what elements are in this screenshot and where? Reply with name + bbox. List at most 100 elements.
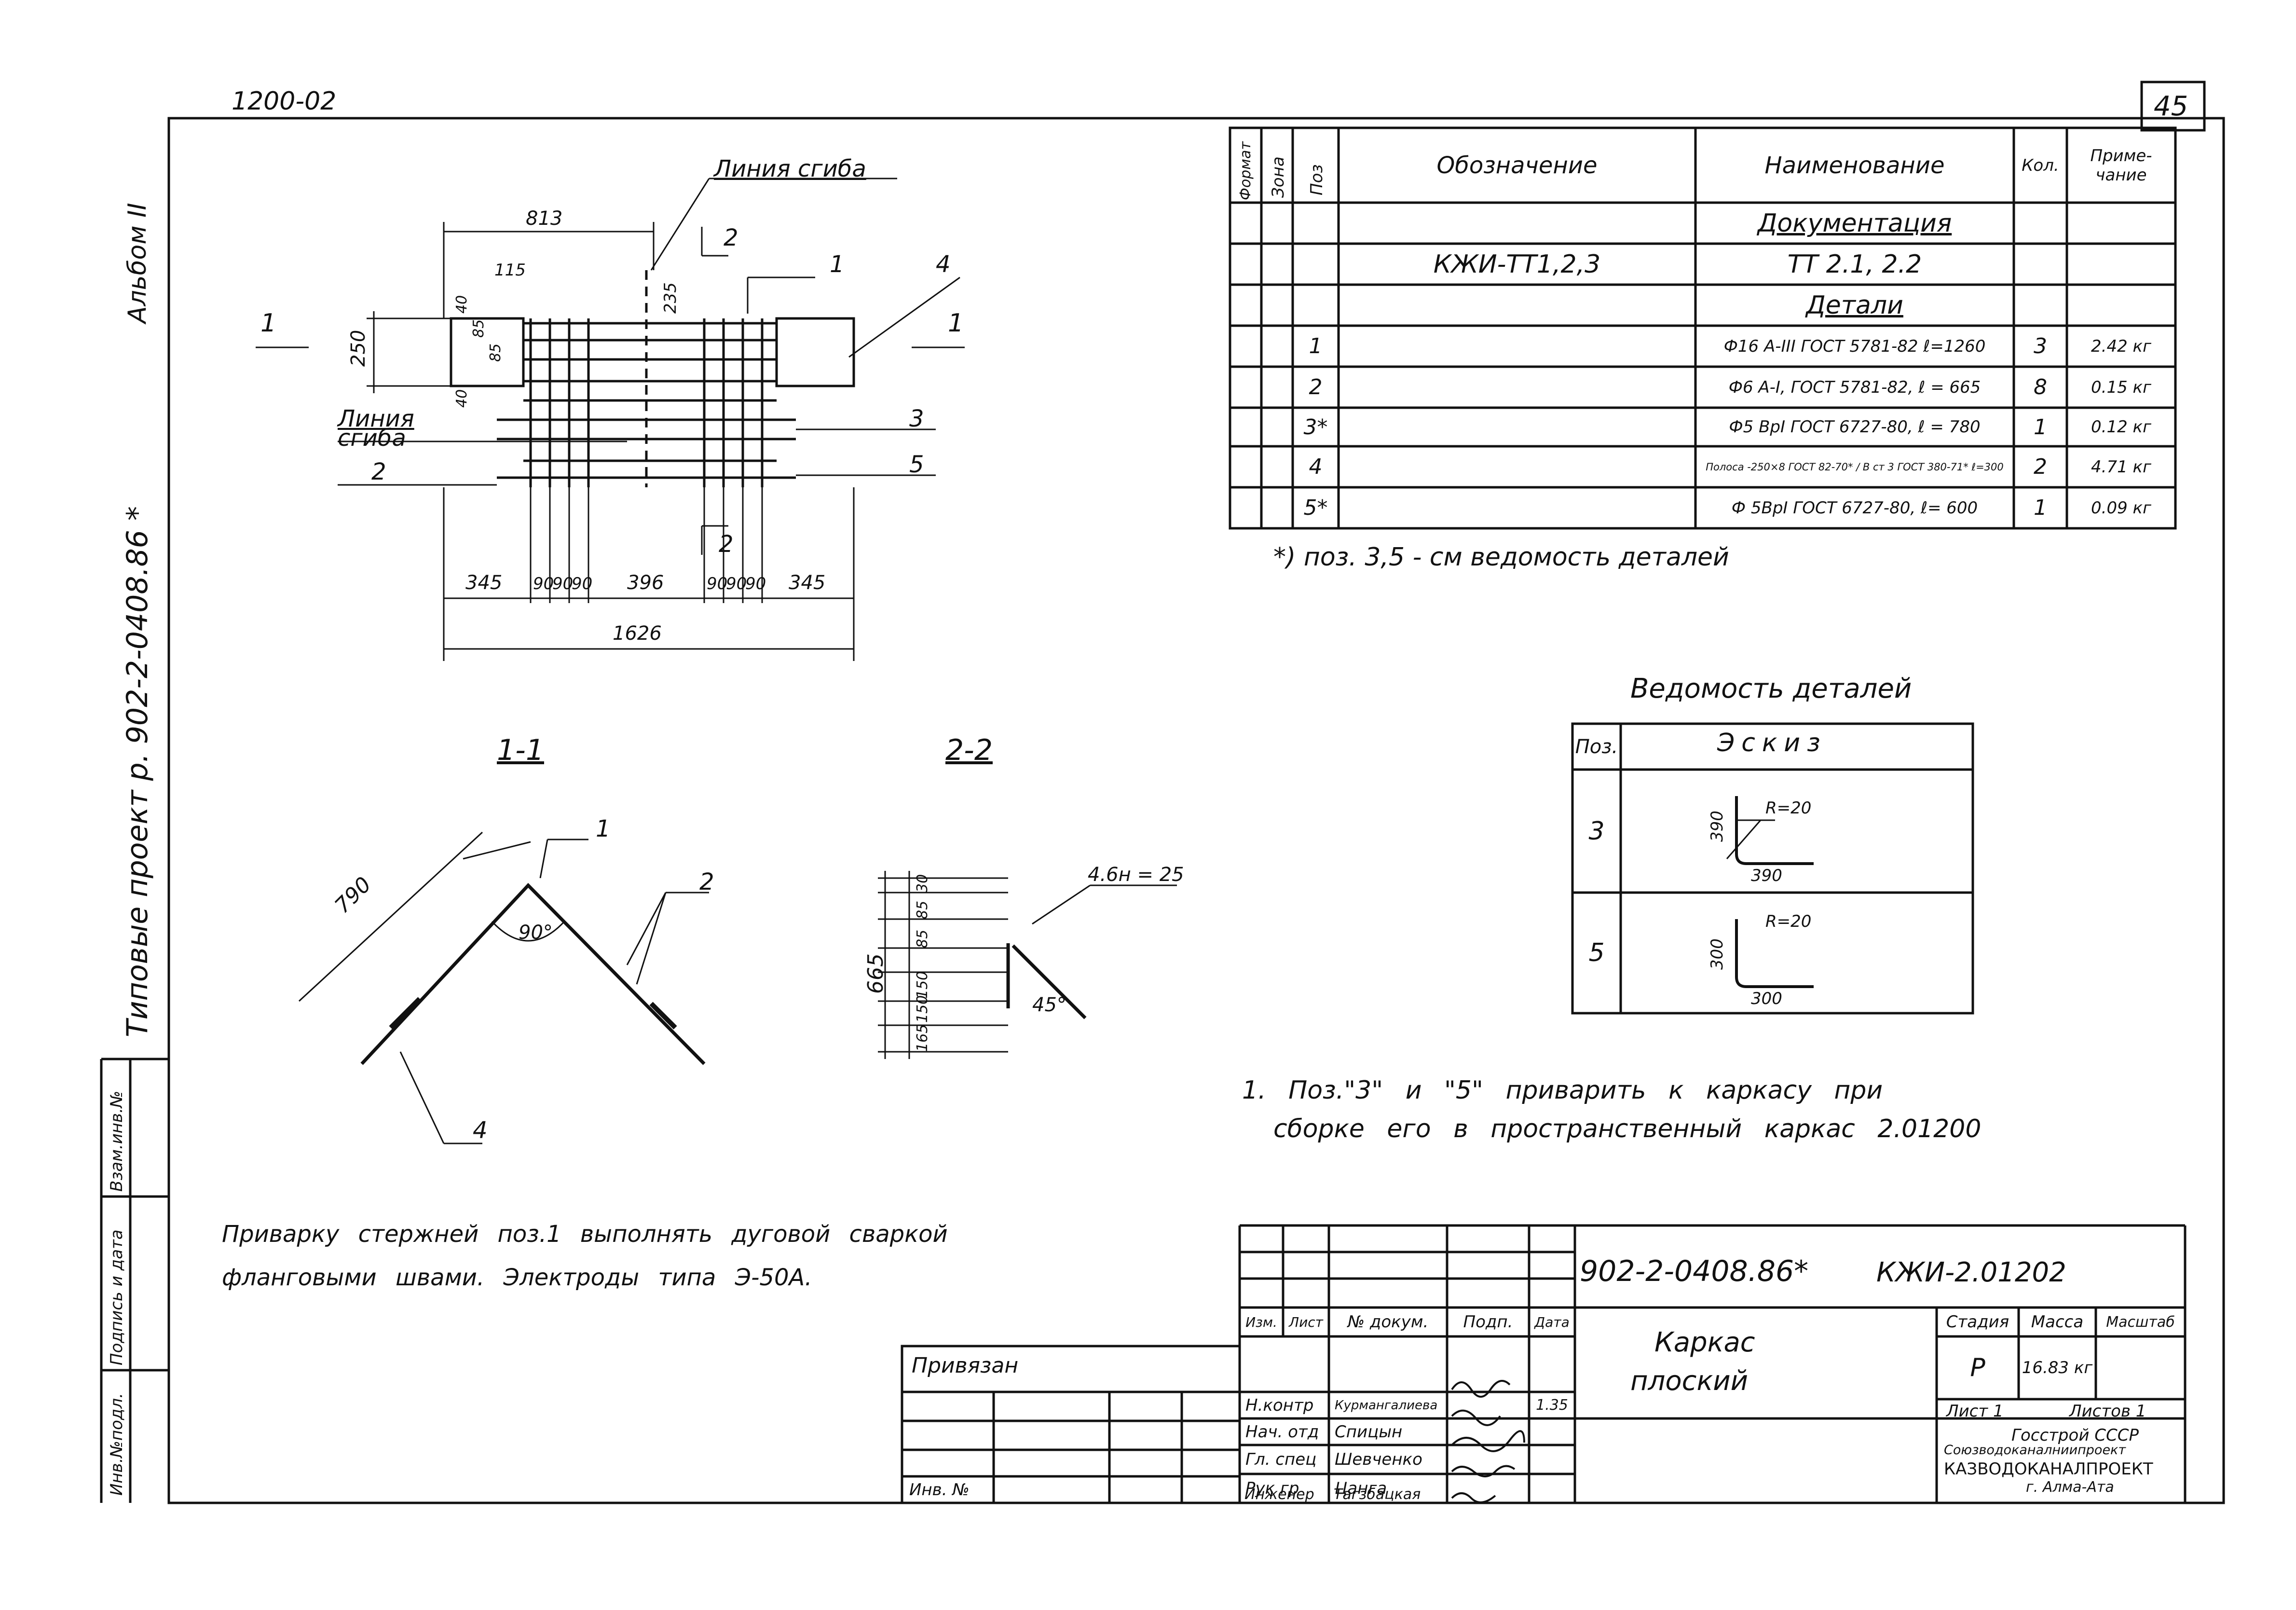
spec-row-2-qty: 8: [2034, 375, 2047, 399]
fold-line-left-label2: сгиба: [338, 425, 406, 452]
tb-name-2: Спицын: [1335, 1422, 1403, 1442]
tb-role-3: Гл. спец: [1245, 1450, 1317, 1469]
dim-85b: 85: [487, 343, 504, 362]
spec-row-2-note: 0.15 кг: [2091, 377, 2151, 397]
section-2-2-dim-30: 30: [914, 874, 931, 893]
spec-row-4-note: 4.71 кг: [2091, 457, 2151, 477]
dim-345-left: 345: [465, 572, 503, 594]
schedule-row-5-radius: R=20: [1765, 912, 1812, 931]
fold-line-top-label: Линия сгиба: [714, 155, 866, 182]
spec-row-1-note: 2.42 кг: [2091, 336, 2151, 356]
spec-row-3-name: Ф5 ВрI ГОСТ 6727-80, ℓ = 780: [1729, 417, 1981, 437]
tb-role-2: Нач. отд: [1245, 1422, 1319, 1442]
spec-row-2-pos: 2: [1309, 375, 1323, 399]
callout-4-plan: 4: [936, 251, 951, 278]
section-2-2-dim-665: 665: [863, 953, 888, 994]
dim-396: 396: [627, 572, 664, 594]
top-left-code: 1200-02: [232, 87, 337, 116]
spec-row-3-pos: 3*: [1303, 414, 1328, 440]
section-1-1-callout-2: 2: [699, 868, 714, 895]
dim-40a: 40: [453, 295, 470, 314]
section-2-2-angle: 45°: [1032, 994, 1066, 1016]
spec-header-pos: Поз: [1307, 164, 1326, 195]
tb-mass-value: 16.83 кг: [2022, 1358, 2093, 1377]
tb-org-line-4: г. Алма-Ата: [2026, 1479, 2114, 1496]
spec-row-4-qty: 2: [2034, 454, 2047, 479]
tb-inv-label: Инв. №: [909, 1480, 970, 1500]
schedule-header-pos: Поз.: [1575, 735, 1618, 758]
callout-2-plan: 2: [371, 458, 386, 485]
section-1-1-angle: 90°: [519, 922, 553, 944]
dim-90b: 90: [552, 574, 574, 593]
project-vertical-label: Типовые проект р. 902-2-0408.86 *: [121, 506, 154, 1037]
page-number: 45: [2154, 91, 2188, 122]
tb-role-4: Рук гр: [1245, 1479, 1299, 1498]
tb-rev-header-doc: № докум.: [1347, 1312, 1429, 1332]
spec-row-1-qty: 3: [2034, 334, 2047, 358]
schedule-row-3-horizontal: 390: [1751, 866, 1782, 885]
dim-40b: 40: [453, 389, 470, 408]
spec-row-1-name: Ф16 А-III ГОСТ 5781-82 ℓ=1260: [1723, 336, 1986, 356]
stamp-vzam-inv: Взам.инв.№: [107, 1090, 126, 1192]
tb-org-line-2: Союзводоканалниипроект: [1944, 1443, 2126, 1458]
tb-date-1: 1.35: [1536, 1397, 1568, 1414]
tb-org-line-1: Госстрой СССР: [2011, 1426, 2139, 1445]
weld-note-line-1: Приварку стержней поз.1 выполнять дугово…: [222, 1221, 948, 1248]
tb-org-line-3: КАЗВОДОКАНАЛПРОЕКТ: [1944, 1459, 2153, 1479]
section-2-2-dim-150b: 150: [914, 995, 931, 1023]
dim-250: 250: [347, 330, 369, 367]
dim-90c: 90: [572, 574, 593, 593]
section-2-2-title: 2-2: [945, 733, 993, 767]
schedule-title: Ведомость деталей: [1630, 673, 1912, 704]
spec-row-1-pos: 1: [1309, 334, 1323, 358]
callout-3-plan: 3: [909, 405, 924, 432]
dim-85a: 85: [470, 319, 487, 338]
stamp-inv-podl: Инв.№подл.: [107, 1393, 126, 1496]
tb-role-5-visible: Инженер: [1244, 1486, 1314, 1503]
tb-name-3: Шевченко: [1335, 1450, 1422, 1469]
spec-row-5-pos: 5*: [1303, 495, 1328, 520]
spec-row-5-name: Ф 5ВрI ГОСТ 6727-80, ℓ= 600: [1731, 498, 1978, 518]
section-mark-2-bottom: 2: [719, 531, 734, 558]
callout-5-plan: 5: [909, 451, 924, 478]
tb-rev-header-list: Лист: [1289, 1314, 1323, 1330]
tb-name-line-1: Каркас: [1654, 1327, 1755, 1358]
section-2-2-dim-85a: 85: [914, 900, 931, 919]
tb-mass-label: Масса: [2031, 1312, 2084, 1332]
schedule-row-3-vertical: 390: [1708, 811, 1727, 842]
tb-role-1: Н.контр: [1245, 1395, 1314, 1415]
spec-header-format: Формат: [1237, 141, 1254, 200]
dim-813: 813: [526, 207, 563, 230]
spec-row-5-qty: 1: [2034, 495, 2047, 520]
dim-90a: 90: [533, 574, 554, 593]
section-mark-1-left: 1: [260, 309, 277, 338]
tb-name-5: Тагзбацкая: [1334, 1486, 1421, 1503]
spec-row-4-name: Полоса -250×8 ГОСТ 82-70* / В ст 3 ГОСТ …: [1706, 461, 2004, 473]
schedule-row-5-horizontal: 300: [1751, 989, 1782, 1008]
dim-1626: 1626: [613, 622, 662, 645]
section-mark-2-top: 2: [724, 224, 738, 251]
dim-345-right: 345: [789, 572, 826, 594]
spec-row-3-qty: 1: [2034, 414, 2047, 440]
schedule-header-sketch: Эскиз: [1717, 729, 1827, 757]
schedule-row-5-vertical: 300: [1708, 938, 1727, 970]
schedule-row-3-radius: R=20: [1765, 798, 1812, 818]
tb-scale-label: Масштаб: [2106, 1313, 2175, 1331]
dim-235: 235: [661, 282, 680, 314]
spec-row-documentation: Документация: [1757, 208, 1952, 238]
note-1-line-1: 1. Поз."3" и "5" приварить к каркасу при: [1242, 1076, 1883, 1105]
dim-115: 115: [494, 261, 526, 280]
spec-header-zone: Зона: [1269, 156, 1288, 198]
tb-name-line-2: плоский: [1630, 1365, 1749, 1397]
stamp-signature-date: Подпись и дата: [107, 1229, 126, 1365]
spec-row-3-note: 0.12 кг: [2091, 417, 2151, 437]
section-1-1-callout-1: 1: [596, 815, 611, 842]
tb-stage-value: Р: [1970, 1353, 1985, 1382]
tb-rev-header-sign: Подп.: [1463, 1312, 1513, 1332]
spec-row-4-pos: 4: [1309, 454, 1323, 479]
tb-sheet-label: Лист 1: [1946, 1402, 2004, 1421]
callout-1-plan: 1: [830, 251, 845, 278]
tb-drawing-code: КЖИ-2.01202: [1876, 1257, 2066, 1288]
spec-header-name: Наименование: [1764, 151, 1945, 179]
tb-project-code: 902-2-0408.86*: [1580, 1254, 1809, 1288]
